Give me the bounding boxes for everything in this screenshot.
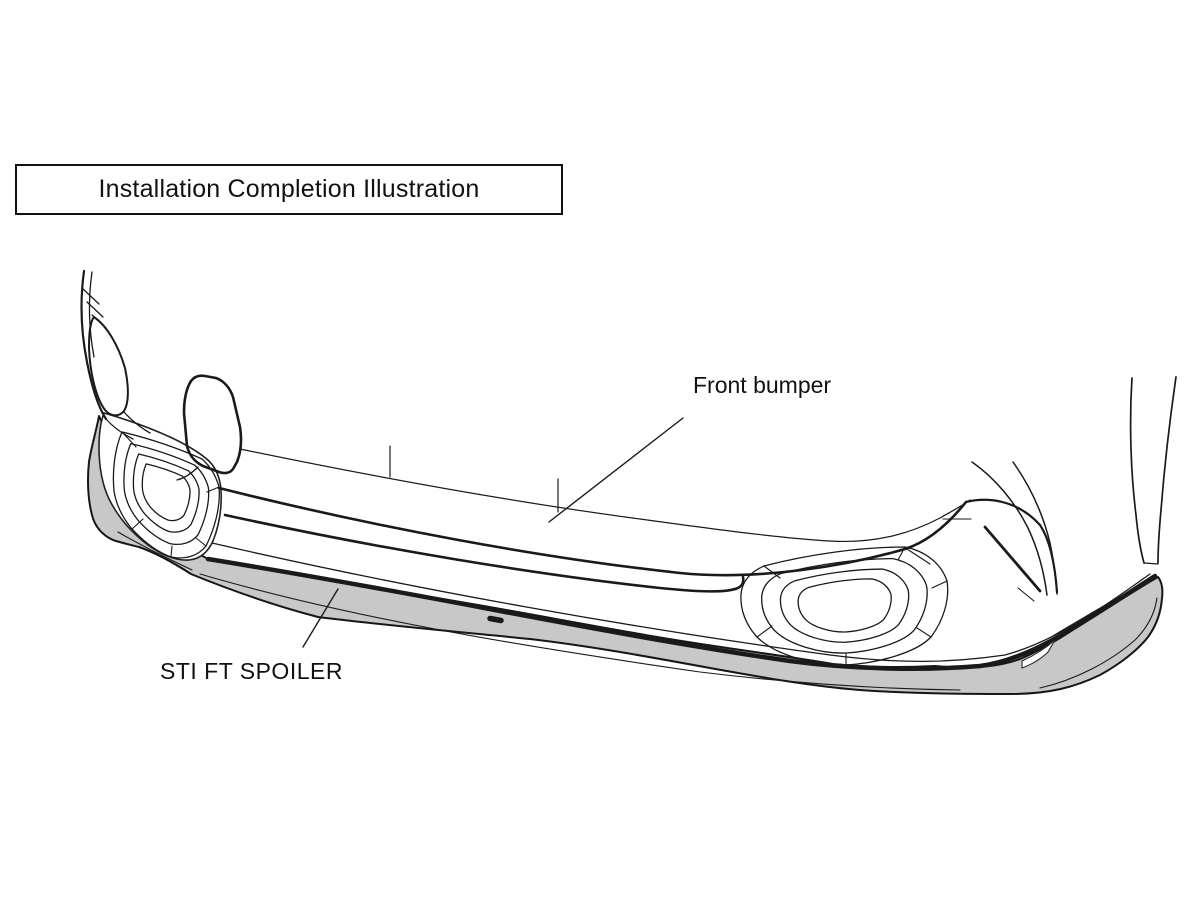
right-fender [971,376,1177,596]
fender-edge-outer [80,269,108,421]
right-fender-line-rear [1157,376,1177,564]
right-fog-lens [798,579,891,632]
bumper-body-lines [211,445,1151,663]
spoiler-seam-left [117,531,193,571]
title-box: Installation Completion Illustration [15,164,563,215]
splash-guard [176,374,243,481]
right-headlight-band-inner [1012,461,1058,595]
front-bumper-label: Front bumper [693,372,832,398]
right-fender-line-front [1129,377,1145,564]
right-fog-spokes [756,546,948,666]
spoiler-label: STI FT SPOILER [160,658,343,684]
left-fog-spokes [121,431,220,558]
headlight-lower-lines [105,411,151,440]
right-fog-lamp [740,546,949,666]
right-fog-ring-inner [780,569,908,642]
spoiler-leader-line [302,588,339,648]
spoiler-slot [487,615,504,624]
right-fog-ring-mid [762,559,927,653]
left-fog-ring-inner [133,454,199,532]
fender-hatch-marks [82,288,107,329]
spoiler-seam-cap [1039,597,1158,689]
splash-guard-outline [182,374,243,475]
left-fog-lens [142,464,190,521]
spoiler-top-edge [205,556,1158,671]
spoiler-silhouette [87,415,1164,695]
spoiler-part [87,415,1164,695]
left-headlight [88,316,129,417]
spoiler-seam-bottom [199,573,961,691]
right-headlight-band-outer [971,461,1048,596]
left-fender [80,269,151,440]
right-fog-ring-outer [740,546,949,666]
leader-lines [302,417,684,648]
bumper-corner-arc [964,498,1059,594]
bumper-accent-lower [223,513,745,593]
bumper-accent-upper [217,486,968,577]
bumper-lower-edge-2 [1052,579,1151,637]
splash-guard-tail [176,466,199,481]
left-fog-lamp [98,412,222,561]
left-fog-ring-mid [124,444,209,545]
bumper-corner-crease [983,525,1042,593]
title-text: Installation Completion Illustration [98,175,480,203]
left-fog-ring-outer [112,431,220,559]
bumper-top-crease [239,448,971,543]
right-rocker-lines [1143,562,1159,565]
corner-spokes [906,518,1035,602]
fender-edge-inner [88,271,95,358]
spoiler-cap-highlight [1021,639,1056,669]
front-bumper-leader-line [548,417,684,523]
